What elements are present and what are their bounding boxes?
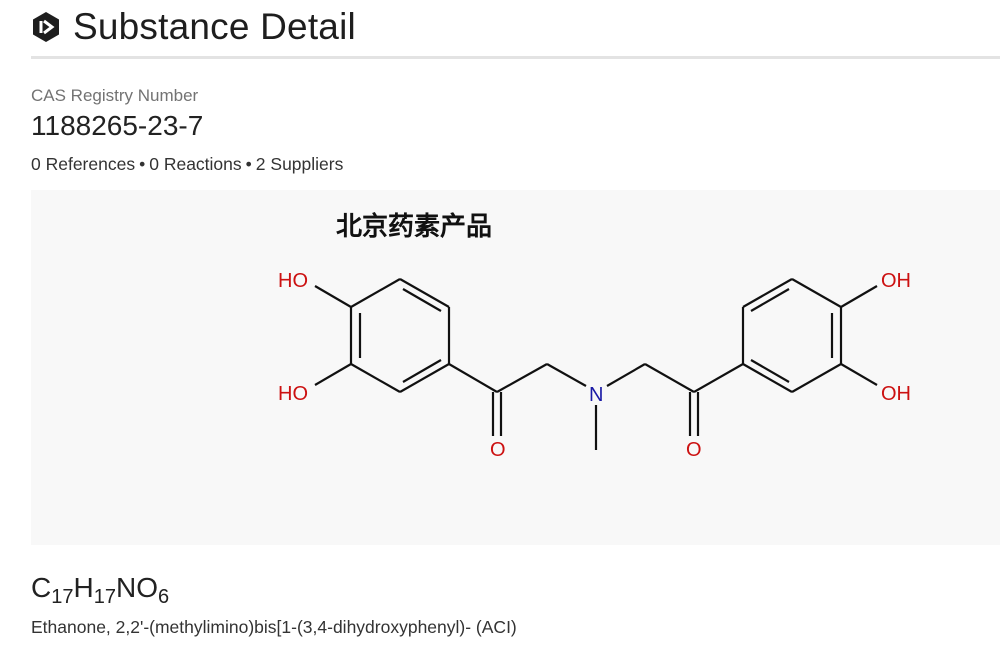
structure-diagram[interactable]: 北京药素产品 xyxy=(31,190,1000,545)
suppliers-count-link[interactable]: 2 Suppliers xyxy=(255,154,344,174)
atom-labels: HO HO OH OH O O N xyxy=(278,270,911,461)
atom-label-ho: HO xyxy=(278,383,308,405)
molecular-formula: C17H17NO6 xyxy=(31,572,169,607)
header-divider xyxy=(31,56,1000,59)
atom-label-oh: OH xyxy=(881,270,911,292)
atom-label-ho: HO xyxy=(278,270,308,292)
stats-separator: • xyxy=(245,154,252,174)
atom-label-o: O xyxy=(490,439,506,461)
stats-separator: • xyxy=(139,154,146,174)
bonds xyxy=(314,278,878,450)
substance-stats: 0 References•0 Reactions•2 Suppliers xyxy=(31,154,343,175)
page-title: Substance Detail xyxy=(73,6,356,47)
watermark-text: 北京药素产品 xyxy=(336,211,492,242)
formula-count: 6 xyxy=(157,586,170,608)
formula-count: 17 xyxy=(51,586,74,608)
formula-element: N xyxy=(115,572,137,603)
cas-registry-label: CAS Registry Number xyxy=(31,86,199,105)
formula-element: C xyxy=(31,572,52,603)
reactions-count-link[interactable]: 0 Reactions xyxy=(149,154,242,174)
formula-element: H xyxy=(73,572,94,603)
cas-hexagon-logo-icon xyxy=(33,12,59,42)
substance-index-name: Ethanone, 2,2'-(methylimino)bis[1-(3,4-d… xyxy=(31,617,517,637)
formula-count: 17 xyxy=(93,586,116,608)
atom-label-oh: OH xyxy=(881,383,911,405)
cas-registry-number: 1188265-23-7 xyxy=(31,110,204,141)
references-count-link[interactable]: 0 References xyxy=(31,154,136,174)
atom-label-n: N xyxy=(589,384,603,406)
page-header: Substance Detail xyxy=(31,4,356,50)
molecule-structure-svg: 北京药素产品 xyxy=(278,211,911,461)
atom-label-o: O xyxy=(686,439,702,461)
formula-element: O xyxy=(136,572,158,603)
